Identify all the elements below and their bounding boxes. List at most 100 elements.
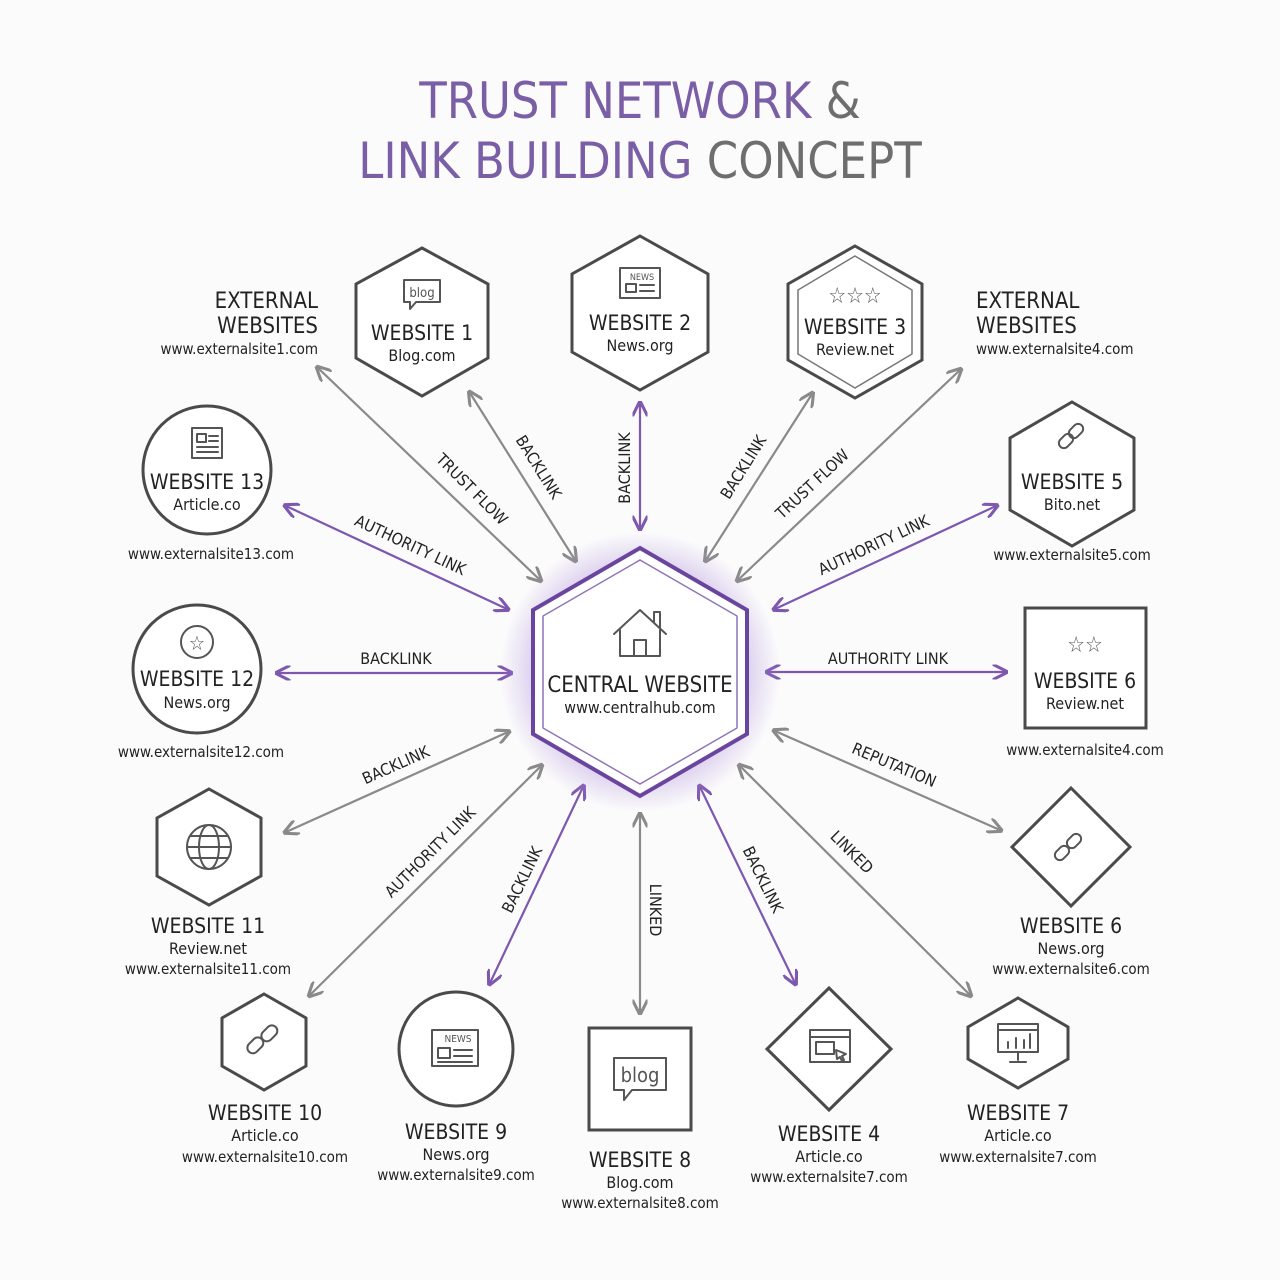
website-domain: News.org (163, 693, 230, 712)
website-title: WEBSITE 6 (1034, 669, 1136, 693)
website-domain: Article.co (984, 1126, 1052, 1145)
website-title: WEBSITE 13 (150, 470, 264, 494)
circle-shape (141, 404, 273, 536)
website-domain: Review.net (1046, 694, 1124, 713)
link-label: AUTHORITY LINK (381, 803, 480, 902)
website-url: www.externalsite9.com (377, 1166, 535, 1184)
website-4-node[interactable]: WEBSITE 4 Article.co www.externalsite7.c… (750, 985, 908, 1186)
website-domain: News.org (422, 1145, 489, 1164)
website-domain: Review.net (169, 939, 247, 958)
external-right-line2: WEBSITES (976, 314, 1077, 339)
connection-lines (278, 368, 1005, 1012)
website-2-node[interactable]: NEWS WEBSITE 2 News.org (570, 234, 710, 392)
star-icon-ring (180, 625, 214, 659)
website-5-node[interactable]: WEBSITE 5 Bito.net www.externalsite5.com (993, 400, 1151, 564)
news-icon-text: NEWS (444, 1034, 471, 1045)
website-domain: News.org (606, 336, 673, 355)
website-title: WEBSITE 8 (589, 1148, 691, 1172)
hexagon-shape (354, 246, 490, 398)
link-label: AUTHORITY LINK (828, 649, 949, 668)
hexagon-shape (1008, 400, 1136, 548)
link-label: BACKLINK (512, 432, 566, 503)
link-icon (246, 1024, 279, 1055)
website-url: www.externalsite11.com (125, 960, 291, 978)
title-trust-network: TRUST NETWORK (418, 72, 813, 130)
website-12-node[interactable]: ☆ WEBSITE 12 News.org www.externalsite12… (118, 603, 284, 761)
website-domain: News.org (1037, 939, 1104, 958)
blog-icon-text: blog (621, 1063, 660, 1087)
website-3-node[interactable]: ☆☆☆ WEBSITE 3 Review.net (786, 244, 924, 400)
website-title: WEBSITE 11 (151, 914, 265, 938)
stars-icon: ☆☆ (1067, 633, 1103, 658)
square-shape (587, 1026, 693, 1132)
website-url: www.externalsite7.com (750, 1168, 908, 1186)
arrow-website-13 (286, 506, 507, 609)
hexagon-shape (966, 996, 1070, 1090)
website-domain: Article.co (231, 1126, 299, 1145)
link-label: BACKLINK (716, 431, 770, 502)
website-8-node[interactable]: blog WEBSITE 8 Blog.com www.externalsite… (561, 1026, 719, 1212)
website-url: www.externalsite8.com (561, 1194, 719, 1212)
website-title: WEBSITE 3 (804, 315, 906, 339)
diamond-shape (1009, 785, 1133, 909)
external-websites-right: EXTERNAL WEBSITES www.externalsite4.com (976, 289, 1134, 358)
external-websites-left: EXTERNAL WEBSITES www.externalsite1.com (160, 289, 318, 358)
arrow-website-10 (310, 766, 541, 995)
website-10-node[interactable]: WEBSITE 10 Article.co www.externalsite10… (182, 992, 348, 1166)
newspaper-icon (431, 1029, 479, 1067)
website-domain: Review.net (816, 340, 894, 359)
website-url: www.externalsite13.com (128, 545, 294, 563)
website-domain: Article.co (173, 495, 241, 514)
website-domain: Article.co (795, 1147, 863, 1166)
website-title: WEBSITE 12 (140, 667, 254, 691)
arrow-website-6b (775, 731, 1000, 830)
website-url: www.externalsite12.com (118, 743, 284, 761)
square-shape (1023, 606, 1148, 730)
title-line-1: TRUST NETWORK & (418, 72, 861, 130)
website-7-node[interactable]: WEBSITE 7 Article.co www.externalsite7.c… (939, 996, 1097, 1166)
central-hexagon (531, 545, 749, 799)
presentation-icon (997, 1023, 1039, 1063)
globe-icon (186, 824, 232, 870)
link-label: BACKLINK (360, 649, 432, 668)
website-title: WEBSITE 4 (778, 1122, 880, 1146)
hexagon-shape (570, 234, 710, 392)
website-url: www.externalsite4.com (1006, 741, 1164, 759)
arrow-website-3 (706, 394, 812, 560)
link-label: BACKLINK (359, 742, 432, 789)
arrow-website-5 (775, 506, 996, 609)
website-title: WEBSITE 5 (1021, 470, 1123, 494)
website-title: WEBSITE 2 (589, 311, 691, 335)
website-11-node[interactable]: WEBSITE 11 Review.net www.externalsite11… (125, 787, 291, 978)
website-domain: Blog.com (388, 346, 455, 365)
hexagon-inner (797, 255, 913, 389)
stars-icon: ☆☆☆ (828, 284, 881, 309)
central-website-node[interactable]: CENTRAL WEBSITE www.centralhub.com (500, 532, 780, 812)
website-url: www.externalsite7.com (939, 1148, 1097, 1166)
hexagon-shape (786, 244, 924, 400)
external-right-line1: EXTERNAL (976, 289, 1079, 314)
website-1-node[interactable]: blog WEBSITE 1 Blog.com (354, 246, 490, 398)
circle-shape (131, 603, 263, 735)
external-right-url: www.externalsite4.com (976, 340, 1134, 358)
arrow-website-9 (490, 787, 583, 983)
blog-icon-text: blog (409, 286, 434, 301)
website-6-news-node[interactable]: WEBSITE 6 News.org www.externalsite6.com (992, 785, 1150, 978)
title-link-building: LINK BUILDING (358, 132, 692, 190)
link-label: LINKED (827, 827, 878, 878)
website-13-node[interactable]: WEBSITE 13 Article.co www.externalsite13… (128, 404, 294, 563)
central-url: www.centralhub.com (564, 698, 715, 717)
link-label: BACKLINK (615, 432, 634, 504)
house-icon (613, 609, 667, 657)
website-title: WEBSITE 7 (967, 1101, 1069, 1125)
diamond-shape (764, 985, 894, 1113)
website-9-node[interactable]: NEWS WEBSITE 9 News.org www.externalsite… (377, 990, 535, 1184)
website-6-review-node[interactable]: ☆☆ WEBSITE 6 Review.net www.externalsite… (1006, 606, 1164, 759)
article-icon (191, 427, 223, 459)
blog-icon (613, 1057, 667, 1101)
arrow-website-4 (700, 787, 795, 983)
website-title: WEBSITE 6 (1020, 914, 1122, 938)
title-concept: CONCEPT (693, 132, 923, 190)
external-left-line1: EXTERNAL (215, 289, 318, 314)
